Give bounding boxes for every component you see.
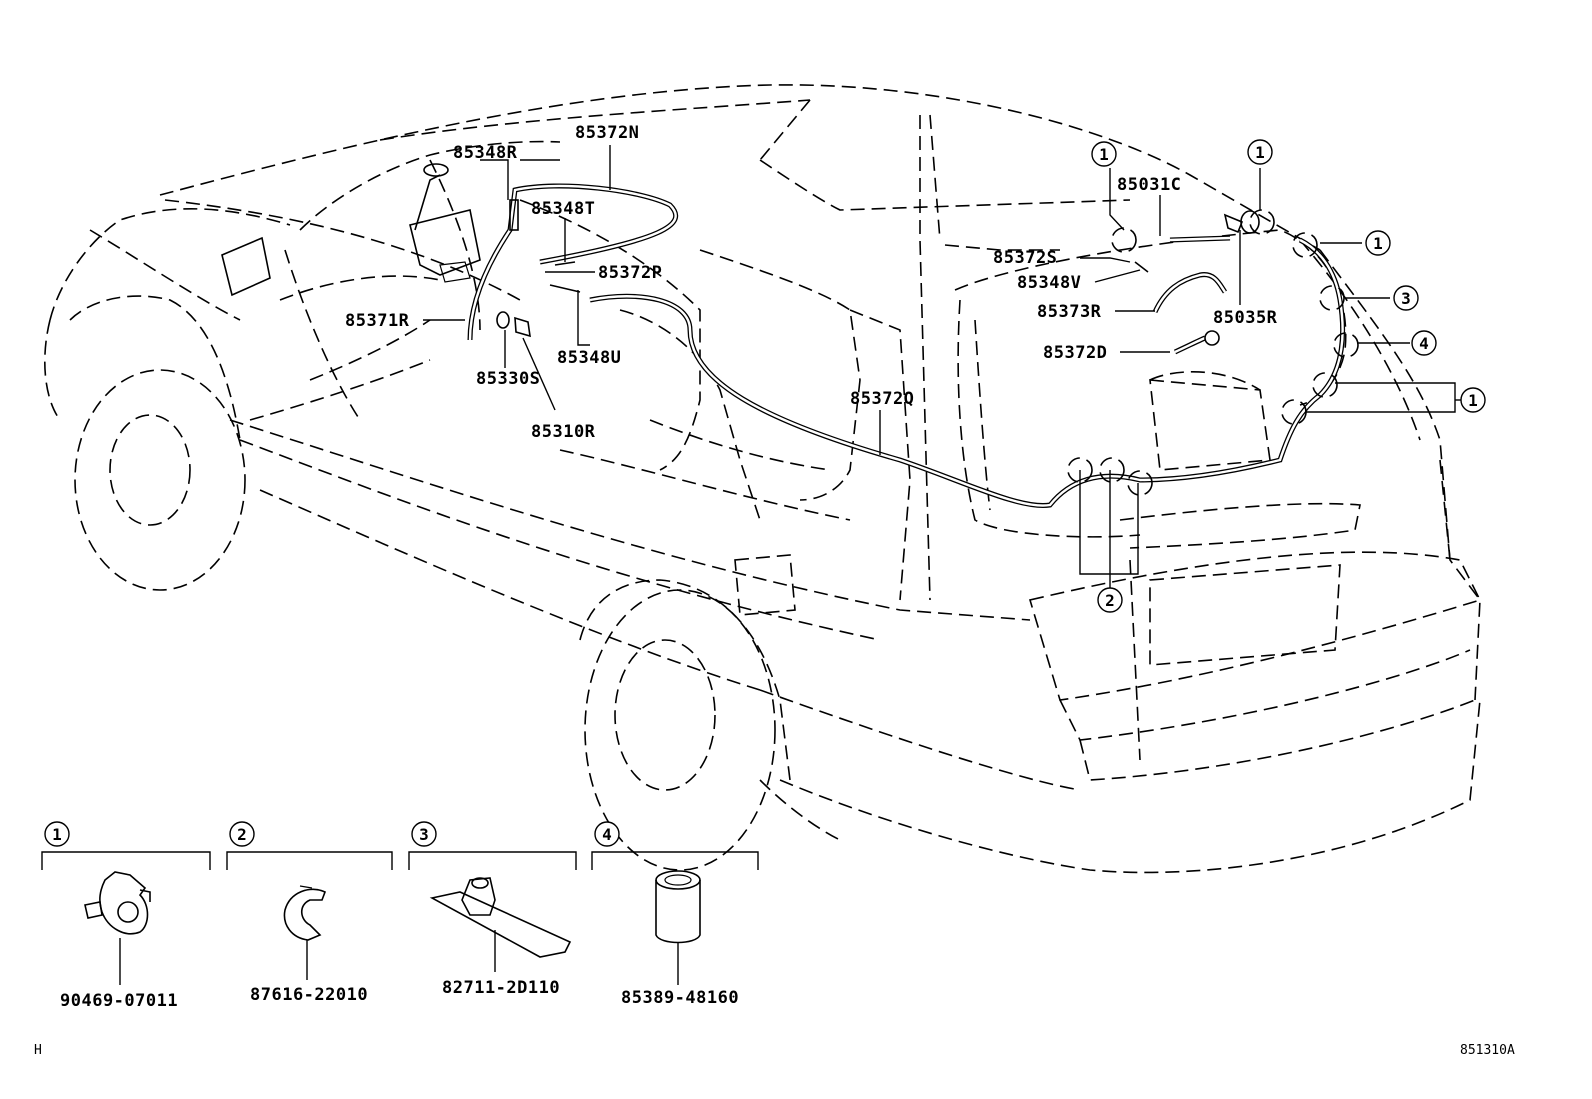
svg-text:4: 4 [1419,334,1429,353]
clip-87616-icon [283,885,327,941]
label-85330S: 85330S [476,369,540,389]
vehicle-outline [44,84,1482,874]
legend-part-90469-07011: 90469-07011 [60,991,178,1011]
svg-text:1: 1 [1099,145,1109,164]
clip-90469-icon [84,871,151,935]
callout-1-c: 1 [1365,230,1391,256]
legend-item-1: 1 90469-07011 [41,821,211,1011]
label-85372D: 85372D [1043,343,1107,363]
footer-diagram-code: 851310A [1460,1043,1515,1058]
legend-part-85389-48160: 85389-48160 [621,988,739,1008]
legend: 1 90469-07011 2 87616-22010 [41,821,759,1011]
svg-text:3: 3 [419,825,429,844]
label-85371R: 85371R [345,311,410,331]
label-85348T: 85348T [531,199,595,219]
callout-3: 3 [1393,285,1419,311]
label-85348R: 85348R [453,143,518,163]
legend-item-4: 4 85389-48160 [591,821,759,1008]
label-85310R: 85310R [531,422,596,442]
label-85372N: 85372N [575,123,639,143]
label-85372S: 85372S [993,248,1057,268]
clip-82711-icon [429,877,572,958]
label-85031C: 85031C [1117,175,1181,195]
label-85035R: 85035R [1213,308,1278,328]
svg-text:4: 4 [602,825,612,844]
legend-part-87616-22010: 87616-22010 [250,985,368,1005]
legend-part-82711-2D110: 82711-2D110 [442,978,560,998]
legend-item-3: 3 82711-2D110 [408,821,577,998]
label-85372P: 85372P [598,263,662,283]
label-85348U: 85348U [557,348,621,368]
label-85372Q: 85372Q [850,389,914,409]
callout-2: 2 [1097,587,1123,613]
svg-text:2: 2 [237,825,247,844]
svg-text:1: 1 [1373,234,1383,253]
part-labels: 85372N 85348R 85348T 85372P 85371R 85348… [345,123,1278,442]
label-85348V: 85348V [1017,273,1081,293]
callout-1-d: 1 [1460,387,1486,413]
legend-item-2: 2 87616-22010 [226,821,393,1005]
washer-components [409,163,1359,509]
svg-text:1: 1 [1468,391,1478,410]
callout-1-b: 1 [1247,139,1273,165]
callout-4: 4 [1411,330,1437,356]
svg-text:2: 2 [1105,591,1115,610]
svg-text:1: 1 [52,825,62,844]
callouts: 1 1 1 3 4 1 2 [1091,139,1486,613]
label-85373R: 85373R [1037,302,1102,322]
footer-left-code: H [34,1043,42,1058]
leader-lines [423,145,1462,588]
callout-1-a: 1 [1091,141,1117,167]
sleeve-85389-icon [655,870,701,944]
svg-text:1: 1 [1255,143,1265,162]
svg-text:3: 3 [1401,289,1411,308]
